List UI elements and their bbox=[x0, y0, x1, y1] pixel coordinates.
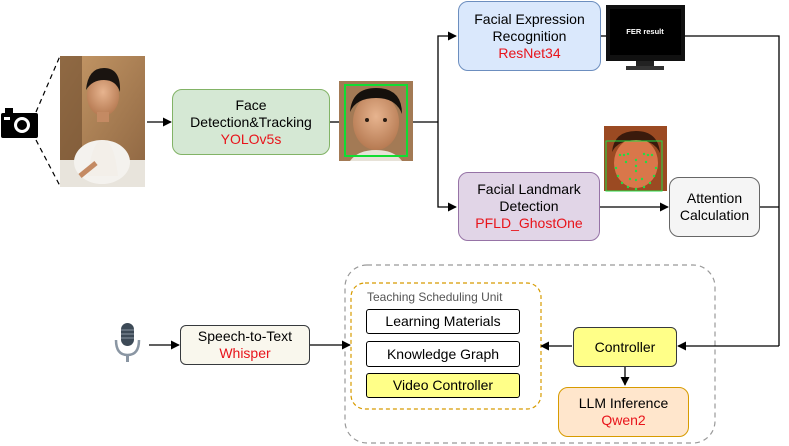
line-monitor-to-right bbox=[685, 35, 780, 346]
monitor-icon: FER result bbox=[606, 5, 685, 70]
fer-node: Facial Expression Recognition ResNet34 bbox=[458, 1, 601, 71]
detected-face-photo bbox=[339, 81, 413, 161]
landmark-label: Facial Landmark Detection bbox=[477, 181, 581, 214]
arrow-branch-to-landmark bbox=[437, 122, 457, 212]
landmark-points bbox=[614, 152, 658, 191]
controller-node: Controller bbox=[573, 327, 677, 367]
knowledge-graph-label: Knowledge Graph bbox=[386, 345, 500, 362]
face-detection-node: Face Detection&Tracking YOLOv5s bbox=[172, 89, 330, 155]
landmark-model: PFLD_GhostOne bbox=[475, 215, 583, 231]
llm-label: LLM Inference bbox=[578, 395, 669, 411]
learning-materials-label: Learning Materials bbox=[385, 313, 501, 329]
attention-node: Attention Calculation bbox=[669, 177, 760, 237]
arrow-branch-to-fer bbox=[437, 31, 457, 122]
face-detection-label: Face Detection&Tracking bbox=[190, 96, 312, 130]
controller-label: Controller bbox=[594, 338, 656, 355]
speech-model: Whisper bbox=[219, 345, 271, 361]
attention-label: Attention Calculation bbox=[679, 190, 750, 223]
face-detection-model: YOLOv5s bbox=[220, 130, 282, 147]
scheduling-group-outline bbox=[344, 264, 716, 444]
video-controller-item: Video Controller bbox=[366, 373, 520, 398]
llm-node: LLM Inference Qwen2 bbox=[558, 387, 689, 437]
video-controller-label: Video Controller bbox=[392, 377, 494, 393]
face-bounding-box bbox=[344, 84, 408, 157]
fer-label: Facial Expression Recognition bbox=[474, 10, 585, 44]
knowledge-graph-item: Knowledge Graph bbox=[366, 341, 520, 367]
student-photo bbox=[60, 56, 145, 187]
camera-fov-bottom bbox=[35, 139, 61, 187]
teaching-unit-title: Teaching Scheduling Unit bbox=[367, 290, 503, 304]
camera-fov-top bbox=[35, 55, 61, 113]
fer-model: ResNet34 bbox=[498, 44, 561, 61]
microphone-icon bbox=[114, 323, 141, 362]
camera-icon bbox=[1, 108, 38, 138]
llm-model: Qwen2 bbox=[601, 412, 646, 428]
learning-materials-item: Learning Materials bbox=[366, 309, 520, 334]
speech-node: Speech-to-Text Whisper bbox=[180, 325, 310, 365]
speech-label: Speech-to-Text bbox=[197, 328, 293, 344]
landmark-face-photo bbox=[604, 126, 667, 192]
monitor-text: FER result bbox=[626, 27, 664, 36]
landmark-node: Facial Landmark Detection PFLD_GhostOne bbox=[458, 172, 600, 241]
